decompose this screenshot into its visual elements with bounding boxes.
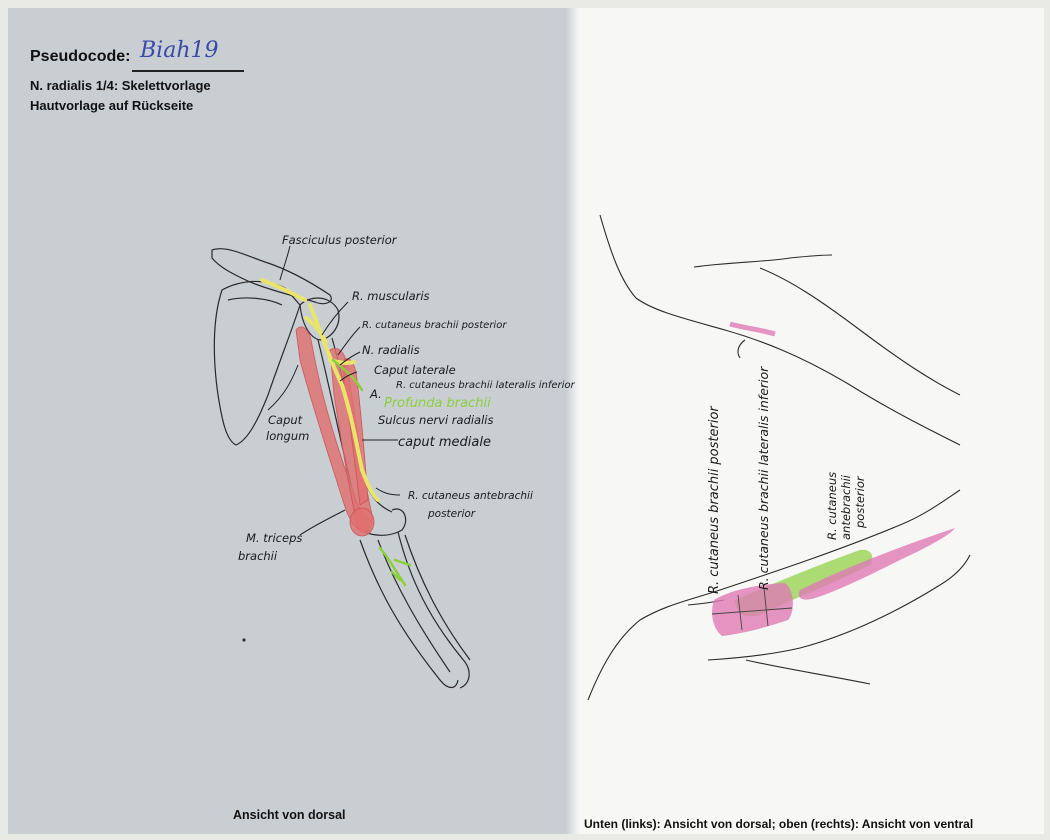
dorsal-skin-area-posterior: [712, 583, 793, 636]
ventral-skin-area: [730, 324, 775, 334]
label-caput-longum-1: Caput: [268, 413, 303, 427]
label-caput-longum-2: longum: [266, 429, 309, 443]
ventral-arm-outline: [600, 215, 960, 445]
label-right-antebrachii-2: antebrachii: [839, 474, 853, 540]
pen-dot: [242, 638, 245, 641]
label-a-marker: A.: [369, 387, 382, 401]
label-right-antebrachii-1: R. cutaneus: [825, 472, 839, 540]
label-caput-mediale: caput mediale: [398, 435, 491, 450]
label-caput-laterale: Caput laterale: [374, 363, 456, 377]
label-r-cutaneus-antebrachii-2: posterior: [427, 508, 476, 520]
label-m-triceps-1: M. triceps: [246, 531, 302, 545]
label-fasciculus-posterior: Fasciculus posterior: [282, 233, 398, 247]
label-right-brachii-lateralis-inferior: R. cutaneus brachii lateralis inferior: [756, 366, 771, 590]
label-profunda-brachii: Profunda brachii: [384, 396, 491, 411]
label-m-triceps-2: brachii: [238, 549, 278, 563]
label-r-cutaneus-brachii-lateralis-inferior: R. cutaneus brachii lateralis inferior: [396, 380, 576, 391]
label-n-radialis: N. radialis: [362, 343, 420, 357]
label-sulcus-nervi-radialis: Sulcus nervi radialis: [378, 413, 494, 427]
caption-left: Ansicht von dorsal: [233, 808, 346, 822]
label-right-antebrachii-3: posterior: [853, 475, 867, 529]
caption-right: Unten (links): Ansicht von dorsal; oben …: [584, 817, 973, 831]
label-r-cutaneus-antebrachii-1: R. cutaneus antebrachii: [408, 490, 533, 502]
dorsal-skin-area-antebrachii: [799, 528, 955, 600]
label-right-brachii-posterior: R. cutaneus brachii posterior: [707, 405, 722, 594]
label-r-cutaneus-brachii-posterior: R. cutaneus brachii posterior: [362, 320, 507, 331]
label-r-muscularis: R. muscularis: [352, 289, 430, 303]
